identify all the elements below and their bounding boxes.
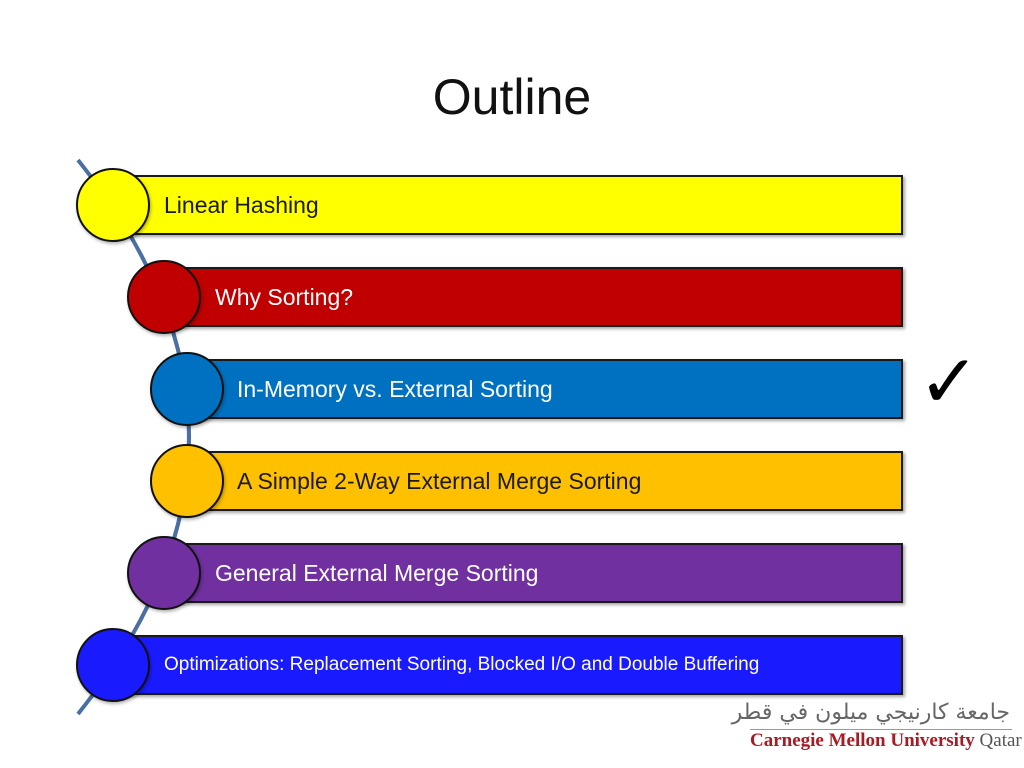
outline-item-two-way-merge-sort: A Simple 2-Way External Merge Sorting xyxy=(187,451,903,511)
outline-item-label: General External Merge Sorting xyxy=(215,559,539,586)
outline-bullet-6 xyxy=(76,628,150,702)
outline-arc-line xyxy=(76,158,191,716)
outline-item-why-sorting: Why Sorting? xyxy=(164,267,903,327)
outline-item-label: In-Memory vs. External Sorting xyxy=(237,375,553,402)
outline-item-optimizations: Optimizations: Replacement Sorting, Bloc… xyxy=(112,635,903,695)
outline-item-general-merge-sort: General External Merge Sorting xyxy=(164,543,903,603)
outline-item-label: Linear Hashing xyxy=(164,191,319,218)
checkmark-icon: ✓ xyxy=(918,339,981,425)
outline-bullet-1 xyxy=(76,168,150,242)
logo-qatar: Qatar xyxy=(979,730,1022,751)
logo-university-name: Carnegie Mellon University xyxy=(750,730,975,751)
outline-item-in-memory-vs-external: In-Memory vs. External Sorting xyxy=(187,359,903,419)
outline-item-label: A Simple 2-Way External Merge Sorting xyxy=(237,467,642,494)
logo-english-text: Carnegie Mellon University Qatar xyxy=(750,730,1022,752)
outline-item-label: Optimizations: Replacement Sorting, Bloc… xyxy=(164,654,760,675)
outline-bullet-5 xyxy=(127,536,201,610)
logo-arabic-text: جامعة كارنيجي ميلون في قطر xyxy=(731,700,1010,725)
outline-bullet-4 xyxy=(150,444,224,518)
outline-item-label: Why Sorting? xyxy=(215,283,354,310)
logo-divider xyxy=(750,729,1012,730)
cmu-qatar-logo: جامعة كارنيجي ميلون في قطر Carnegie Mell… xyxy=(732,700,1022,756)
outline-bullet-3 xyxy=(150,352,224,426)
outline-bullet-2 xyxy=(127,260,201,334)
slide-title: Outline xyxy=(432,69,592,125)
outline-item-linear-hashing: Linear Hashing xyxy=(112,175,903,235)
